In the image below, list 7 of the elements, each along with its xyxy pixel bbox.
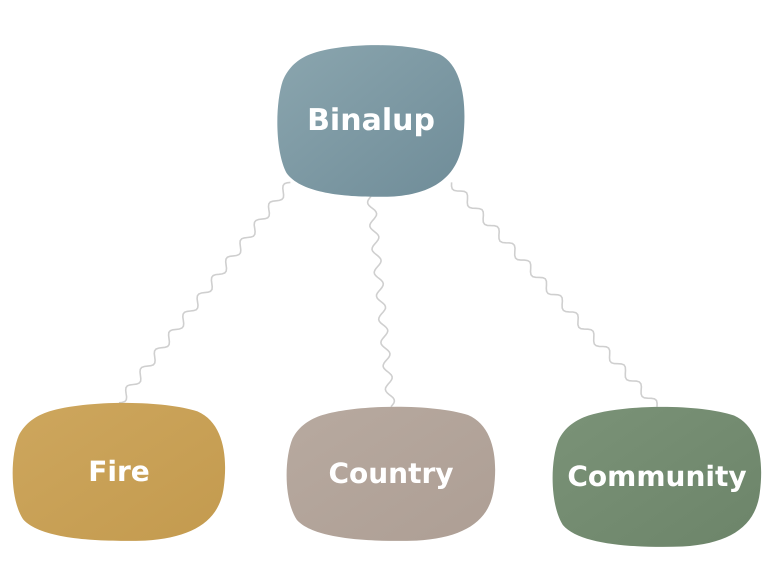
node-label: Binalup (307, 102, 435, 138)
node-label: Community (567, 460, 747, 492)
wavy-connector (118, 182, 291, 404)
node-label: Fire (88, 454, 150, 488)
wavy-connector (366, 196, 396, 408)
wavy-connector (450, 182, 658, 407)
node-label: Country (328, 456, 454, 490)
